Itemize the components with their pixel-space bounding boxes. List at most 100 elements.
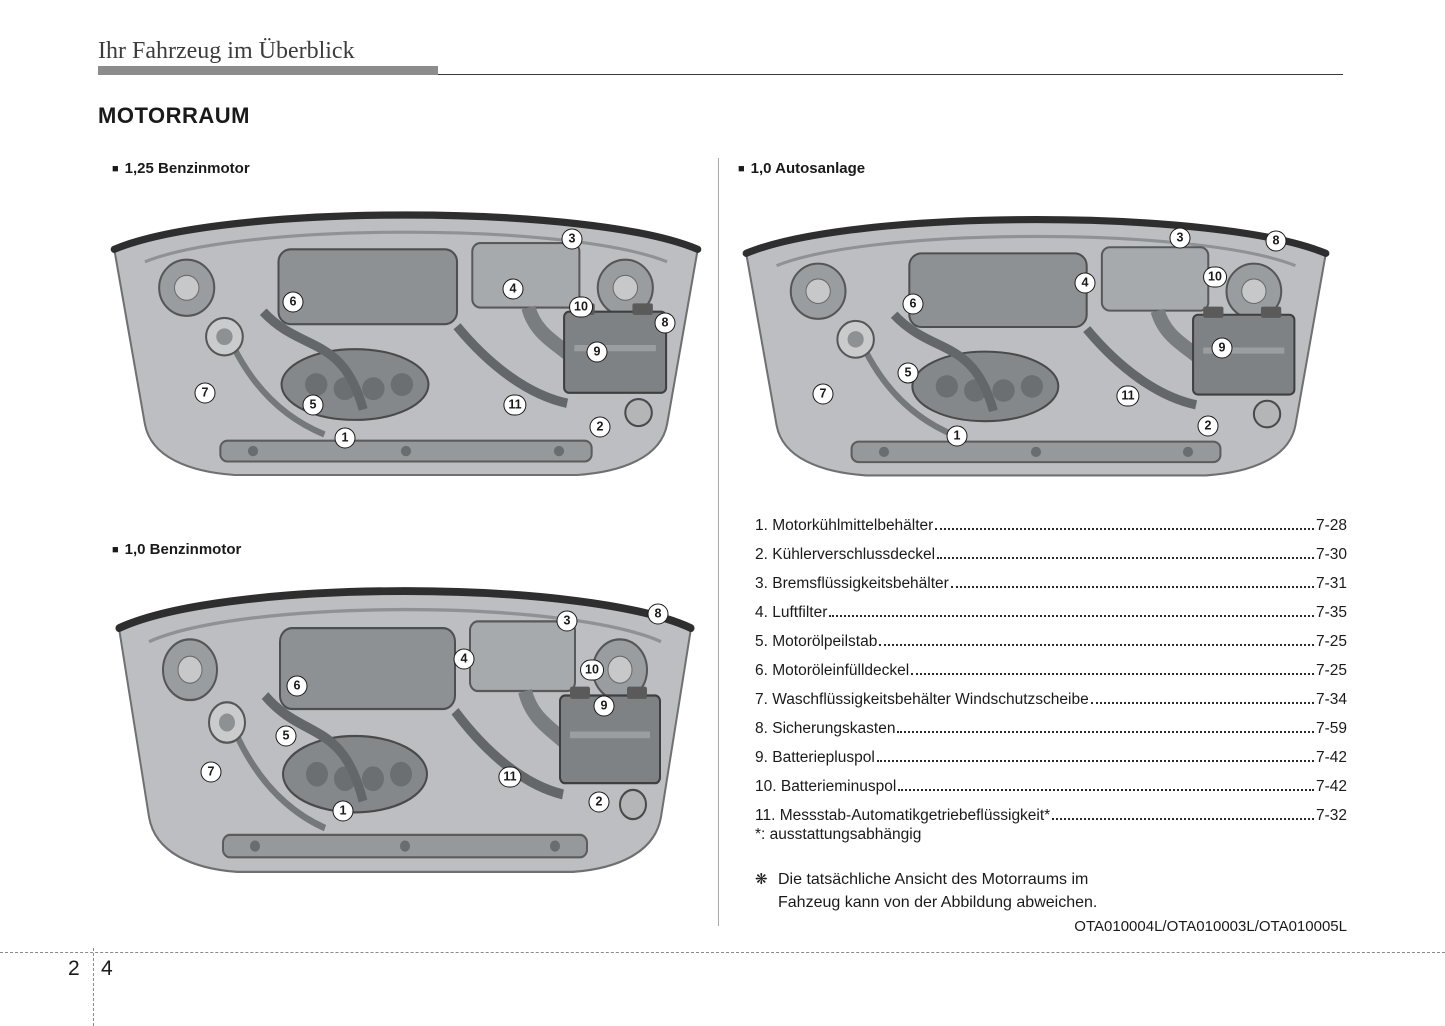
chapter-number: 2	[68, 957, 80, 980]
callout-4: 4	[1074, 272, 1096, 294]
callout-10: 10	[569, 296, 593, 318]
callout-7: 7	[200, 761, 222, 783]
legend-item: 7. Waschflüssigkeitsbehälter Windschutzs…	[755, 691, 1347, 720]
callout-10: 10	[580, 659, 604, 681]
page-number-dashed-divider	[93, 948, 94, 1026]
callout-11: 11	[503, 394, 527, 416]
callout-9: 9	[1211, 337, 1233, 359]
callout-1: 1	[946, 425, 968, 447]
callout-9: 9	[586, 341, 608, 363]
figure-label-125-benzinmotor: ■ 1,25 Benzinmotor	[112, 160, 250, 177]
legend-item: 11. Messstab-Automatikgetriebeflüssigkei…	[755, 807, 1347, 836]
legend-item-label: 3. Bremsflüssigkeitsbehälter	[755, 575, 949, 592]
figure-label-text: 1,0 Autosanlage	[750, 160, 866, 177]
legend-item-label: 2. Kühlerverschlussdeckel	[755, 546, 936, 563]
legend-item-page-ref: 7-30	[1315, 546, 1347, 563]
callout-5: 5	[275, 725, 297, 747]
callout-9: 9	[593, 695, 615, 717]
callout-6: 6	[282, 291, 304, 313]
dotted-leader	[897, 731, 1314, 733]
section-title: MOTORRAUM	[98, 103, 250, 128]
page-header: Ihr Fahrzeug im Überblick	[98, 38, 355, 64]
callout-4: 4	[453, 648, 475, 670]
callout-5: 5	[897, 362, 919, 384]
figure-label-10-autosanlage: ■ 1,0 Autosanlage	[738, 160, 865, 177]
figure-label-10-benzinmotor: ■ 1,0 Benzinmotor	[112, 541, 241, 558]
square-bullet-icon: ■	[738, 163, 745, 175]
callout-5: 5	[302, 394, 324, 416]
legend-item-page-ref: 7-59	[1315, 720, 1347, 737]
figure-label-text: 1,0 Benzinmotor	[124, 541, 242, 558]
legend-item: 3. Bremsflüssigkeitsbehälter 7-31	[755, 575, 1347, 604]
legend-item-label: 8. Sicherungskasten	[755, 720, 896, 737]
engine-bay-illustration	[732, 194, 1340, 501]
callout-8: 8	[647, 603, 669, 625]
dotted-leader	[876, 760, 1314, 762]
legend-item: 10. Batterieminuspol 7-42	[755, 778, 1347, 807]
dotted-leader	[950, 586, 1314, 588]
legend-item-page-ref: 7-34	[1315, 691, 1347, 708]
callout-8: 8	[654, 312, 676, 334]
legend-item-label: 9. Batteriepluspol	[755, 749, 875, 766]
dotted-leader	[879, 644, 1314, 646]
dotted-leader	[1090, 702, 1314, 704]
legend-item-page-ref: 7-32	[1315, 807, 1347, 824]
header-rule	[98, 74, 1343, 75]
legend-item-page-ref: 7-31	[1315, 575, 1347, 592]
engine-bay-illustration	[105, 563, 705, 900]
callout-3: 3	[556, 610, 578, 632]
header-accent-bar	[98, 66, 438, 75]
callout-1: 1	[332, 800, 354, 822]
callout-6: 6	[286, 675, 308, 697]
callout-11: 11	[498, 766, 522, 788]
callout-2: 2	[1197, 415, 1219, 437]
engine-bay-illustration	[100, 189, 712, 501]
callout-6: 6	[902, 293, 924, 315]
callout-2: 2	[589, 416, 611, 438]
legend-item-label: 1. Motorkühlmittelbehälter	[755, 517, 934, 534]
callout-11: 11	[1116, 385, 1140, 407]
legend-item-page-ref: 7-42	[1315, 749, 1347, 766]
bottom-dashed-rule	[0, 952, 1445, 953]
callout-7: 7	[194, 382, 216, 404]
dotted-leader	[911, 673, 1314, 675]
callout-7: 7	[812, 383, 834, 405]
callout-10: 10	[1203, 266, 1227, 288]
dotted-leader	[935, 528, 1314, 530]
callout-1: 1	[334, 427, 356, 449]
legend-item: 1. Motorkühlmittelbehälter 7-28	[755, 517, 1347, 546]
dotted-leader	[898, 789, 1314, 791]
legend-item-label: 11. Messstab-Automatikgetriebeflüssigkei…	[755, 807, 1051, 824]
legend-item-page-ref: 7-25	[1315, 633, 1347, 650]
image-reference-code: OTA010004L/OTA010003L/OTA010005L	[1074, 918, 1347, 935]
legend-item-label: 10. Batterieminuspol	[755, 778, 897, 795]
legend-item: 9. Batteriepluspol 7-42	[755, 749, 1347, 778]
legend-item: 8. Sicherungskasten 7-59	[755, 720, 1347, 749]
legend-item: 5. Motorölpeilstab 7-25	[755, 633, 1347, 662]
figure-label-text: 1,25 Benzinmotor	[124, 160, 250, 177]
legend-item-label: 7. Waschflüssigkeitsbehälter Windschutzs…	[755, 691, 1089, 708]
dotted-leader	[1052, 818, 1314, 820]
dotted-leader	[829, 615, 1314, 617]
disclaimer-note: ❋ Die tatsächliche Ansicht des Motorraum…	[755, 868, 1315, 914]
disclaimer-line-1: Die tatsächliche Ansicht des Motorraums …	[778, 871, 1089, 888]
callout-2: 2	[588, 791, 610, 813]
legend-item-label: 5. Motorölpeilstab	[755, 633, 878, 650]
legend-item-page-ref: 7-35	[1315, 604, 1347, 621]
square-bullet-icon: ■	[112, 163, 119, 175]
column-divider	[718, 158, 719, 926]
legend-item: 4. Luftfilter 7-35	[755, 604, 1347, 633]
legend-item-page-ref: 7-42	[1315, 778, 1347, 795]
legend-item-label: 4. Luftfilter	[755, 604, 828, 621]
legend-item: 2. Kühlerverschlussdeckel 7-30	[755, 546, 1347, 575]
dotted-leader	[937, 557, 1314, 559]
callout-3: 3	[561, 228, 583, 250]
square-bullet-icon: ■	[112, 544, 119, 556]
legend-item-page-ref: 7-28	[1315, 517, 1347, 534]
callout-3: 3	[1169, 227, 1191, 249]
page-number: 4	[101, 957, 113, 980]
